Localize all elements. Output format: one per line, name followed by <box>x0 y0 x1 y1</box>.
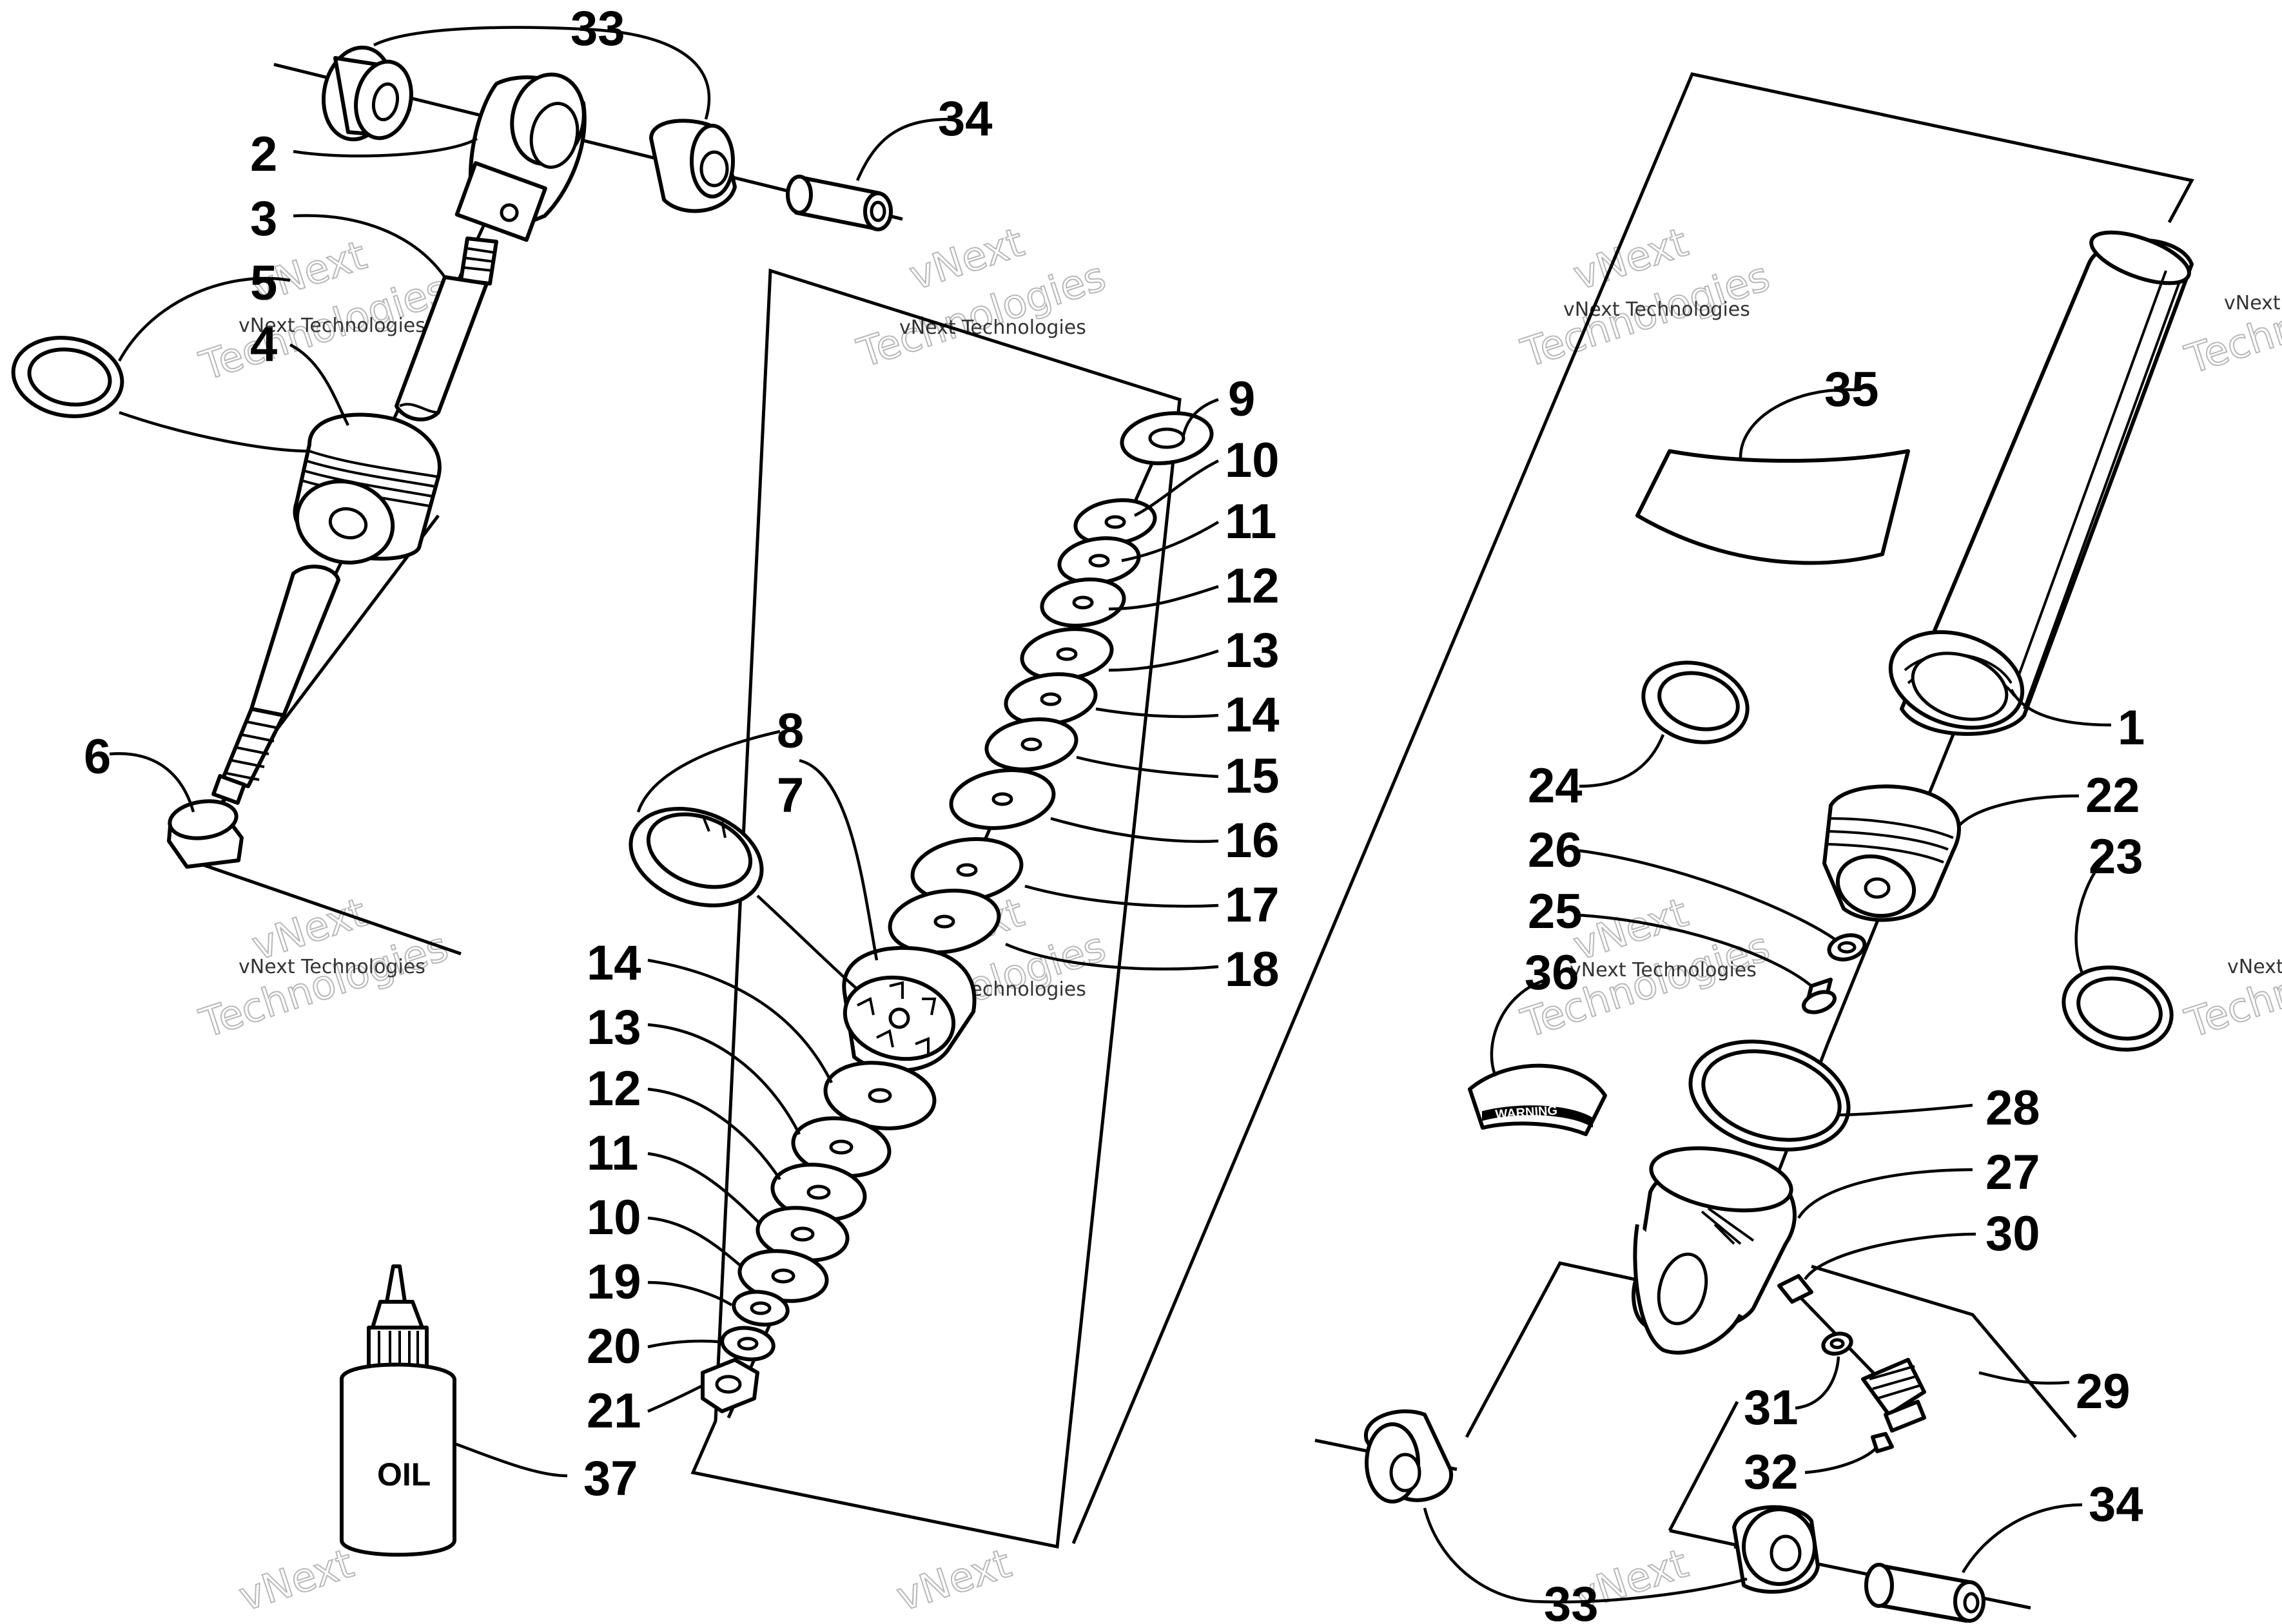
part-23-o-ring <box>2062 965 2174 1052</box>
callout-32: 32 <box>1744 1445 1799 1500</box>
callout-16: 16 <box>1225 813 1280 868</box>
callout-34: 34 <box>2089 1477 2143 1532</box>
part-9-washer <box>1120 411 1214 465</box>
callout-28: 28 <box>1985 1081 2040 1136</box>
callout-1: 1 <box>2118 701 2145 755</box>
callout-5: 5 <box>250 256 277 311</box>
callout-8: 8 <box>777 704 804 759</box>
right-lower-frame-bottom <box>1669 1529 1744 1549</box>
part-33-lower-bushing-right <box>1732 1505 1820 1594</box>
callout-11: 11 <box>1225 494 1276 549</box>
callout-30: 30 <box>1985 1206 2040 1261</box>
watermark-brand: vNext <box>891 1540 1017 1620</box>
callout-10: 10 <box>587 1190 641 1245</box>
callout-14: 14 <box>1225 688 1280 742</box>
callout-22: 22 <box>2085 768 2140 823</box>
callout-3: 3 <box>250 191 277 246</box>
callout-numbers: 33 34 2 3 5 4 6 9 10 11 12 13 14 15 16 1… <box>84 1 2145 1624</box>
callout-2: 2 <box>250 127 277 182</box>
callout-4: 4 <box>250 317 277 372</box>
callout-14: 14 <box>587 936 641 991</box>
callout-27: 27 <box>1985 1145 2040 1200</box>
part-31-washer <box>1821 1331 1853 1356</box>
right-lower-frame-mid <box>1811 1264 2077 1438</box>
callout-37: 37 <box>583 1451 638 1506</box>
callout-25: 25 <box>1528 884 1583 939</box>
part-26-washer <box>1827 933 1867 962</box>
callout-31: 31 <box>1744 1380 1799 1435</box>
valve-shims-upper <box>888 498 1157 955</box>
callout-33: 33 <box>570 1 625 56</box>
part-3-shaft-end <box>395 237 498 421</box>
part-24-retaining-ring <box>1641 661 1750 744</box>
leader-lines <box>109 26 2112 1604</box>
right-upper-frame <box>1071 72 2194 1544</box>
callout-12: 12 <box>1225 559 1280 614</box>
part-29-valve <box>1861 1358 1926 1433</box>
part-1-cylinder-body <box>1888 230 2194 736</box>
part-4-seal-head <box>293 412 442 565</box>
watermark-company: vNext Technologies <box>239 314 425 337</box>
part-37-oil-bottle: OIL <box>340 1264 456 1557</box>
part-27-lower-eye-body <box>1632 1146 1797 1355</box>
assembly-frames <box>177 72 2194 1549</box>
callout-33: 33 <box>1544 1577 1599 1624</box>
right-lower-frame-left <box>1465 1261 1635 1438</box>
part-34-upper-sleeve <box>786 175 893 231</box>
callout-36: 36 <box>1525 945 1579 1000</box>
part-28-o-ring <box>1688 1039 1851 1152</box>
callout-6: 6 <box>84 730 111 784</box>
callout-12: 12 <box>587 1061 641 1116</box>
callout-17: 17 <box>1225 878 1280 933</box>
part-30-bleed-fitting <box>1777 1274 1813 1304</box>
watermark-company: vNext Technologies <box>239 956 425 978</box>
callout-24: 24 <box>1528 759 1583 813</box>
watermark-company: vNext Technologies <box>2224 292 2282 314</box>
callout-18: 18 <box>1225 942 1280 997</box>
callout-19: 19 <box>587 1255 641 1310</box>
watermark-technologies: Technologies <box>2180 923 2282 1047</box>
watermark-company: vNext Technologies <box>2227 956 2282 978</box>
callout-34: 34 <box>938 92 993 146</box>
callout-26: 26 <box>1528 823 1583 878</box>
watermark-company: vNext Technologies <box>1570 959 1757 981</box>
part-25-valve-core <box>1802 978 1837 1014</box>
callout-9: 9 <box>1228 372 1255 427</box>
watermark-brand: vNext <box>233 1540 359 1620</box>
callout-15: 15 <box>1225 749 1280 804</box>
part-8-piston-ring <box>629 807 764 907</box>
center-frame <box>690 268 1182 1549</box>
part-35-decal <box>1635 449 1910 565</box>
valve-shims-lower <box>720 1061 937 1362</box>
part-34-lower-sleeve <box>1864 1563 1985 1623</box>
callout-29: 29 <box>2076 1364 2131 1419</box>
part-33-upper-bushing-right <box>649 119 737 213</box>
part-33-upper-bushing <box>321 45 413 142</box>
callout-20: 20 <box>587 1319 641 1374</box>
part-shaft <box>211 565 340 805</box>
callout-13: 13 <box>587 1000 641 1055</box>
part-6-nut <box>167 799 244 869</box>
part-22-end-cap <box>1822 784 1961 922</box>
oil-bottle-label: OIL <box>377 1456 431 1493</box>
right-lower-frame-stub <box>1668 1400 1739 1532</box>
callout-35: 35 <box>1824 362 1879 417</box>
callout-11: 11 <box>587 1126 638 1181</box>
callout-21: 21 <box>587 1384 641 1438</box>
callout-7: 7 <box>777 768 804 823</box>
callout-10: 10 <box>1225 433 1280 488</box>
watermark-technologies: Technologies <box>2180 259 2282 383</box>
callout-23: 23 <box>2089 829 2143 884</box>
part-2-eye-mount <box>454 72 587 242</box>
part-33-lower-bushing-left <box>1363 1409 1454 1503</box>
part-7-piston <box>842 945 977 1073</box>
part-21-nut <box>701 1358 759 1413</box>
callout-13: 13 <box>1225 623 1280 678</box>
part-5-o-ring <box>11 336 124 418</box>
part-36-warning-label: WARNING <box>1468 1063 1607 1136</box>
